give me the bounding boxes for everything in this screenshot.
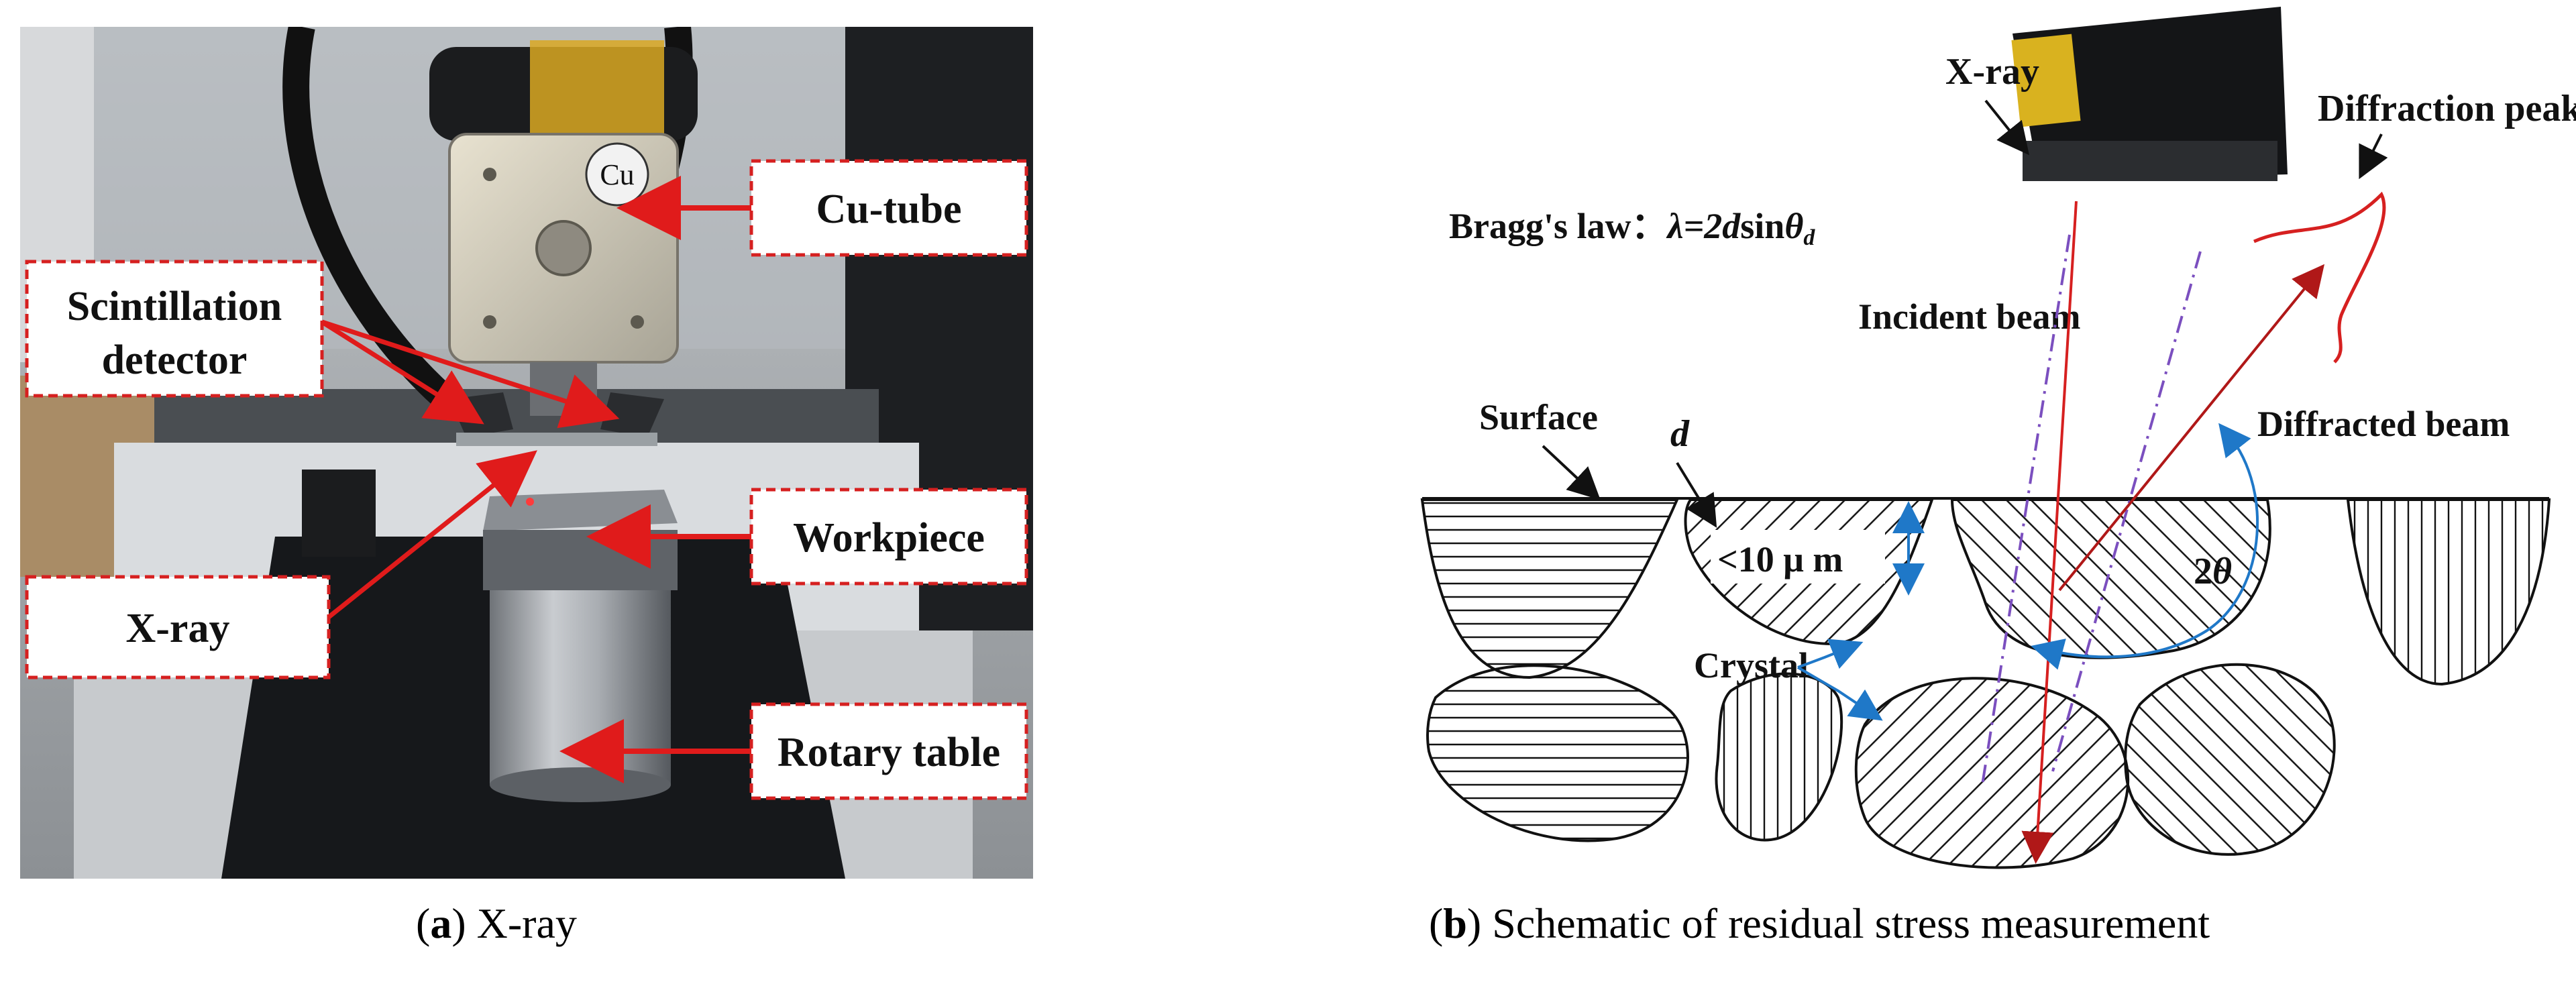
label-crystal: Crystal (1694, 645, 1809, 685)
two-theta-arc (2031, 428, 2259, 670)
cu-badge-text: Cu (600, 158, 634, 191)
label-xray: X-ray (1945, 51, 2039, 93)
arrow-surface (1542, 445, 1601, 500)
depth-label-bg (1711, 530, 1885, 584)
normal-line-1 (1981, 234, 2071, 785)
crystal-grain (1715, 672, 1843, 842)
label-workpiece: Workpiece (749, 488, 1028, 586)
caption-b-letter: b (1443, 899, 1467, 947)
panel-b-schematic: X-ray Diffraction peak Bragg's law：λ=2ds… (1395, 0, 2576, 905)
bragg-law-equation: Bragg's law：λ=2dsinθd (1449, 206, 1815, 250)
arrow-crystal-2 (1796, 666, 1883, 721)
crystal-grain (1426, 664, 1689, 842)
caption-panel-b: (b) Schematic of residual stress measure… (1429, 899, 2210, 947)
caption-a-text: X-ray (466, 899, 577, 947)
caption-panel-a: (a) X-ray (416, 899, 577, 947)
label-scintillation-line2: detector (102, 337, 248, 383)
label-rotary-table: Rotary table (749, 702, 1028, 800)
laser-spot (526, 498, 534, 506)
arrow-detector-right (321, 319, 620, 429)
stepper-motor (302, 470, 376, 557)
diffracted-beam-line (2058, 264, 2325, 592)
incident-beam-line (2021, 201, 2078, 864)
caption-b-text: Schematic of residual stress measurement (1481, 899, 2210, 947)
residual-stress-schematic: X-ray Diffraction peak Bragg's law：λ=2ds… (1420, 7, 2576, 869)
crystal-grain (1420, 498, 1680, 679)
panel-a-photo: Cu Cu-tube Scintillation detector X-ray … (20, 24, 1033, 879)
label-rotary-table-text: Rotary table (777, 730, 1000, 775)
arrow-xray (1984, 99, 2029, 156)
arrow-diffraction-peak (2359, 133, 2388, 180)
cable-left (282, 24, 459, 413)
arrow-xray (327, 450, 537, 619)
two-theta-arc-head (2218, 423, 2251, 459)
workpiece-cylinder (490, 590, 671, 785)
crystal-grain (1854, 677, 2130, 869)
xray-apparatus-illustration: Cu Cu-tube Scintillation detector X-ray … (20, 24, 1033, 879)
arrow-d (1676, 461, 1717, 528)
label-two-theta: 2θ (2194, 551, 2232, 592)
caption-a-letter: a (430, 899, 452, 947)
tube-center-cap (535, 220, 592, 276)
crystal-grain (2124, 663, 2336, 856)
label-diffracted-beam: Diffracted beam (2257, 404, 2510, 444)
arrow-crystal-1 (1797, 639, 1864, 669)
label-d: d (1670, 413, 1690, 455)
cylinder-base (490, 767, 671, 802)
bolt (483, 168, 496, 181)
label-surface: Surface (1479, 397, 1598, 437)
label-scintillation-detector: Scintillation detector (25, 260, 324, 398)
bolt (631, 315, 644, 329)
label-scintillation-line1: Scintillation (67, 284, 282, 329)
detector-bar (456, 433, 657, 446)
xray-device (2011, 7, 2288, 181)
normal-line-2 (2051, 251, 2202, 772)
label-depth: <10 μ m (1717, 539, 1843, 580)
arrow-detector-left (321, 320, 484, 425)
label-incident-beam: Incident beam (1858, 296, 2081, 337)
label-diffraction-peak: Diffraction peak (2318, 88, 2576, 129)
diffraction-peak-curve (2253, 191, 2386, 364)
crystal-grain (2346, 498, 2551, 686)
label-cu-tube: Cu-tube (749, 159, 1028, 257)
bolt (483, 315, 496, 329)
label-workpiece-text: Workpiece (793, 515, 985, 561)
label-cu-tube-text: Cu-tube (816, 186, 961, 232)
label-xray: X-ray (25, 575, 331, 679)
label-xray-text: X-ray (126, 606, 230, 651)
